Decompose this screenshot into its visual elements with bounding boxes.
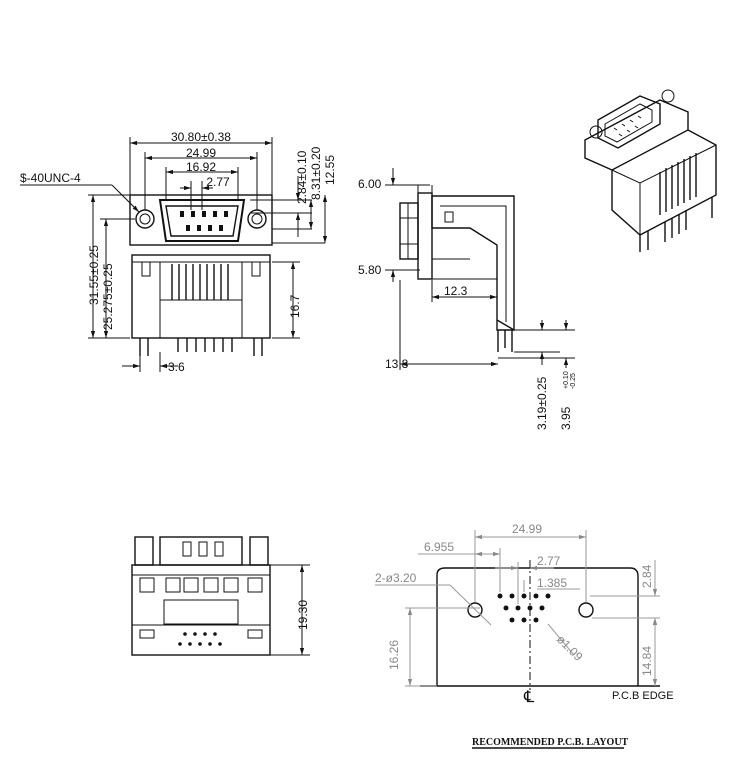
dim-pin-pitch: 2.77 — [206, 175, 230, 189]
pcb-dim-offset: 6.955 — [424, 540, 454, 554]
dim-height-body: 25.275±0.25 — [101, 263, 115, 330]
dim-bottom-height: 19.30 — [296, 600, 310, 630]
bottom-pin-dots — [178, 632, 222, 646]
pcb-layout-title: RECOMMENDED P.C.B. LAYOUT — [472, 737, 629, 748]
front-flange — [129, 194, 273, 246]
pcb-pin-hole: ø1.09 — [554, 632, 586, 664]
dim-top-c: 12.55 — [323, 155, 337, 185]
pcb-centerline-mark: ℄ — [523, 689, 535, 706]
bottom-view: 19.30 — [131, 536, 310, 656]
iso-legs — [639, 197, 713, 252]
pcb-edge-label: P.C.B EDGE — [612, 690, 674, 702]
pcb-dim-hole-spacing: 24.99 — [512, 522, 542, 536]
pcb-dim-edge-row: 14.84 — [640, 646, 654, 676]
dim-shell-width: 16.92 — [186, 160, 216, 174]
dim-overall-width: 30.80±0.38 — [171, 130, 231, 144]
front-pin — [224, 211, 228, 217]
dim-depth: 12.3 — [444, 284, 468, 298]
pcb-dim-edge-total: 16.26 — [387, 640, 401, 670]
front-mount-hole-right-inner — [251, 213, 263, 225]
dim-height-total: 31.55±0.25 — [87, 245, 101, 305]
dim-pin-a: 3.19±0.25 — [535, 376, 549, 430]
pcb-mount-hole-left — [467, 602, 483, 618]
dim-right-height: 16.7 — [288, 294, 302, 318]
front-pin — [219, 225, 223, 231]
front-body — [131, 254, 271, 339]
dim-top-a: 2.84±0.10 — [295, 150, 309, 204]
isometric-view — [584, 89, 717, 252]
front-pin — [180, 211, 184, 217]
pcb-mount-hole-right — [578, 602, 594, 618]
dim-pin-offset: 3.6 — [168, 360, 185, 374]
dim-pin-b-tol-upper: +0.10 — [563, 371, 570, 389]
front-mount-hole-left-inner — [139, 213, 151, 225]
front-mount-hole-left — [135, 209, 155, 229]
front-d-shell — [158, 199, 246, 242]
front-view: 30.80±0.38 24.99 16.92 2.77 $-40UNC-4 2.… — [20, 130, 337, 374]
pcb-dim-pitch: 2.77 — [537, 554, 561, 568]
dim-top-b: 8.31±0.20 — [309, 146, 323, 200]
front-pin — [191, 211, 195, 217]
iso-pins — [613, 115, 642, 137]
side-view: 6.00 5.80 12.3 13.8 3.19±0.25 3.95 +0.10… — [358, 168, 577, 430]
front-contact-slots — [171, 264, 229, 300]
pcb-pin-holes — [497, 593, 551, 623]
thread-label: $-40UNC-4 — [20, 171, 81, 185]
dim-face-top: 6.00 — [358, 177, 382, 191]
front-pcb-pins — [139, 338, 263, 356]
iso-contacts — [659, 153, 697, 215]
dim-pin-b-tol-lower: -0.25 — [570, 373, 577, 389]
front-pin — [213, 211, 217, 217]
dim-base: 13.8 — [385, 357, 409, 371]
front-d-shell-inner — [165, 205, 239, 237]
pcb-dim-row-gap: 2.84 — [640, 564, 654, 588]
dim-pin-b: 3.95 — [559, 406, 573, 430]
front-pin — [186, 225, 190, 231]
front-pins — [180, 211, 228, 231]
dim-mount-hole-spacing: 24.99 — [186, 146, 216, 160]
pcb-layout: ℄ 24.99 6.955 2.77 1.385 2-ø3.20 ø1.09 1… — [375, 522, 674, 749]
front-pin — [197, 225, 201, 231]
front-pin — [202, 211, 206, 217]
dim-face-bottom: 5.80 — [358, 263, 382, 277]
pcb-dim-half-pitch: 1.385 — [537, 576, 567, 590]
pcb-mount-holes: 2-ø3.20 — [375, 571, 417, 585]
front-pin — [208, 225, 212, 231]
